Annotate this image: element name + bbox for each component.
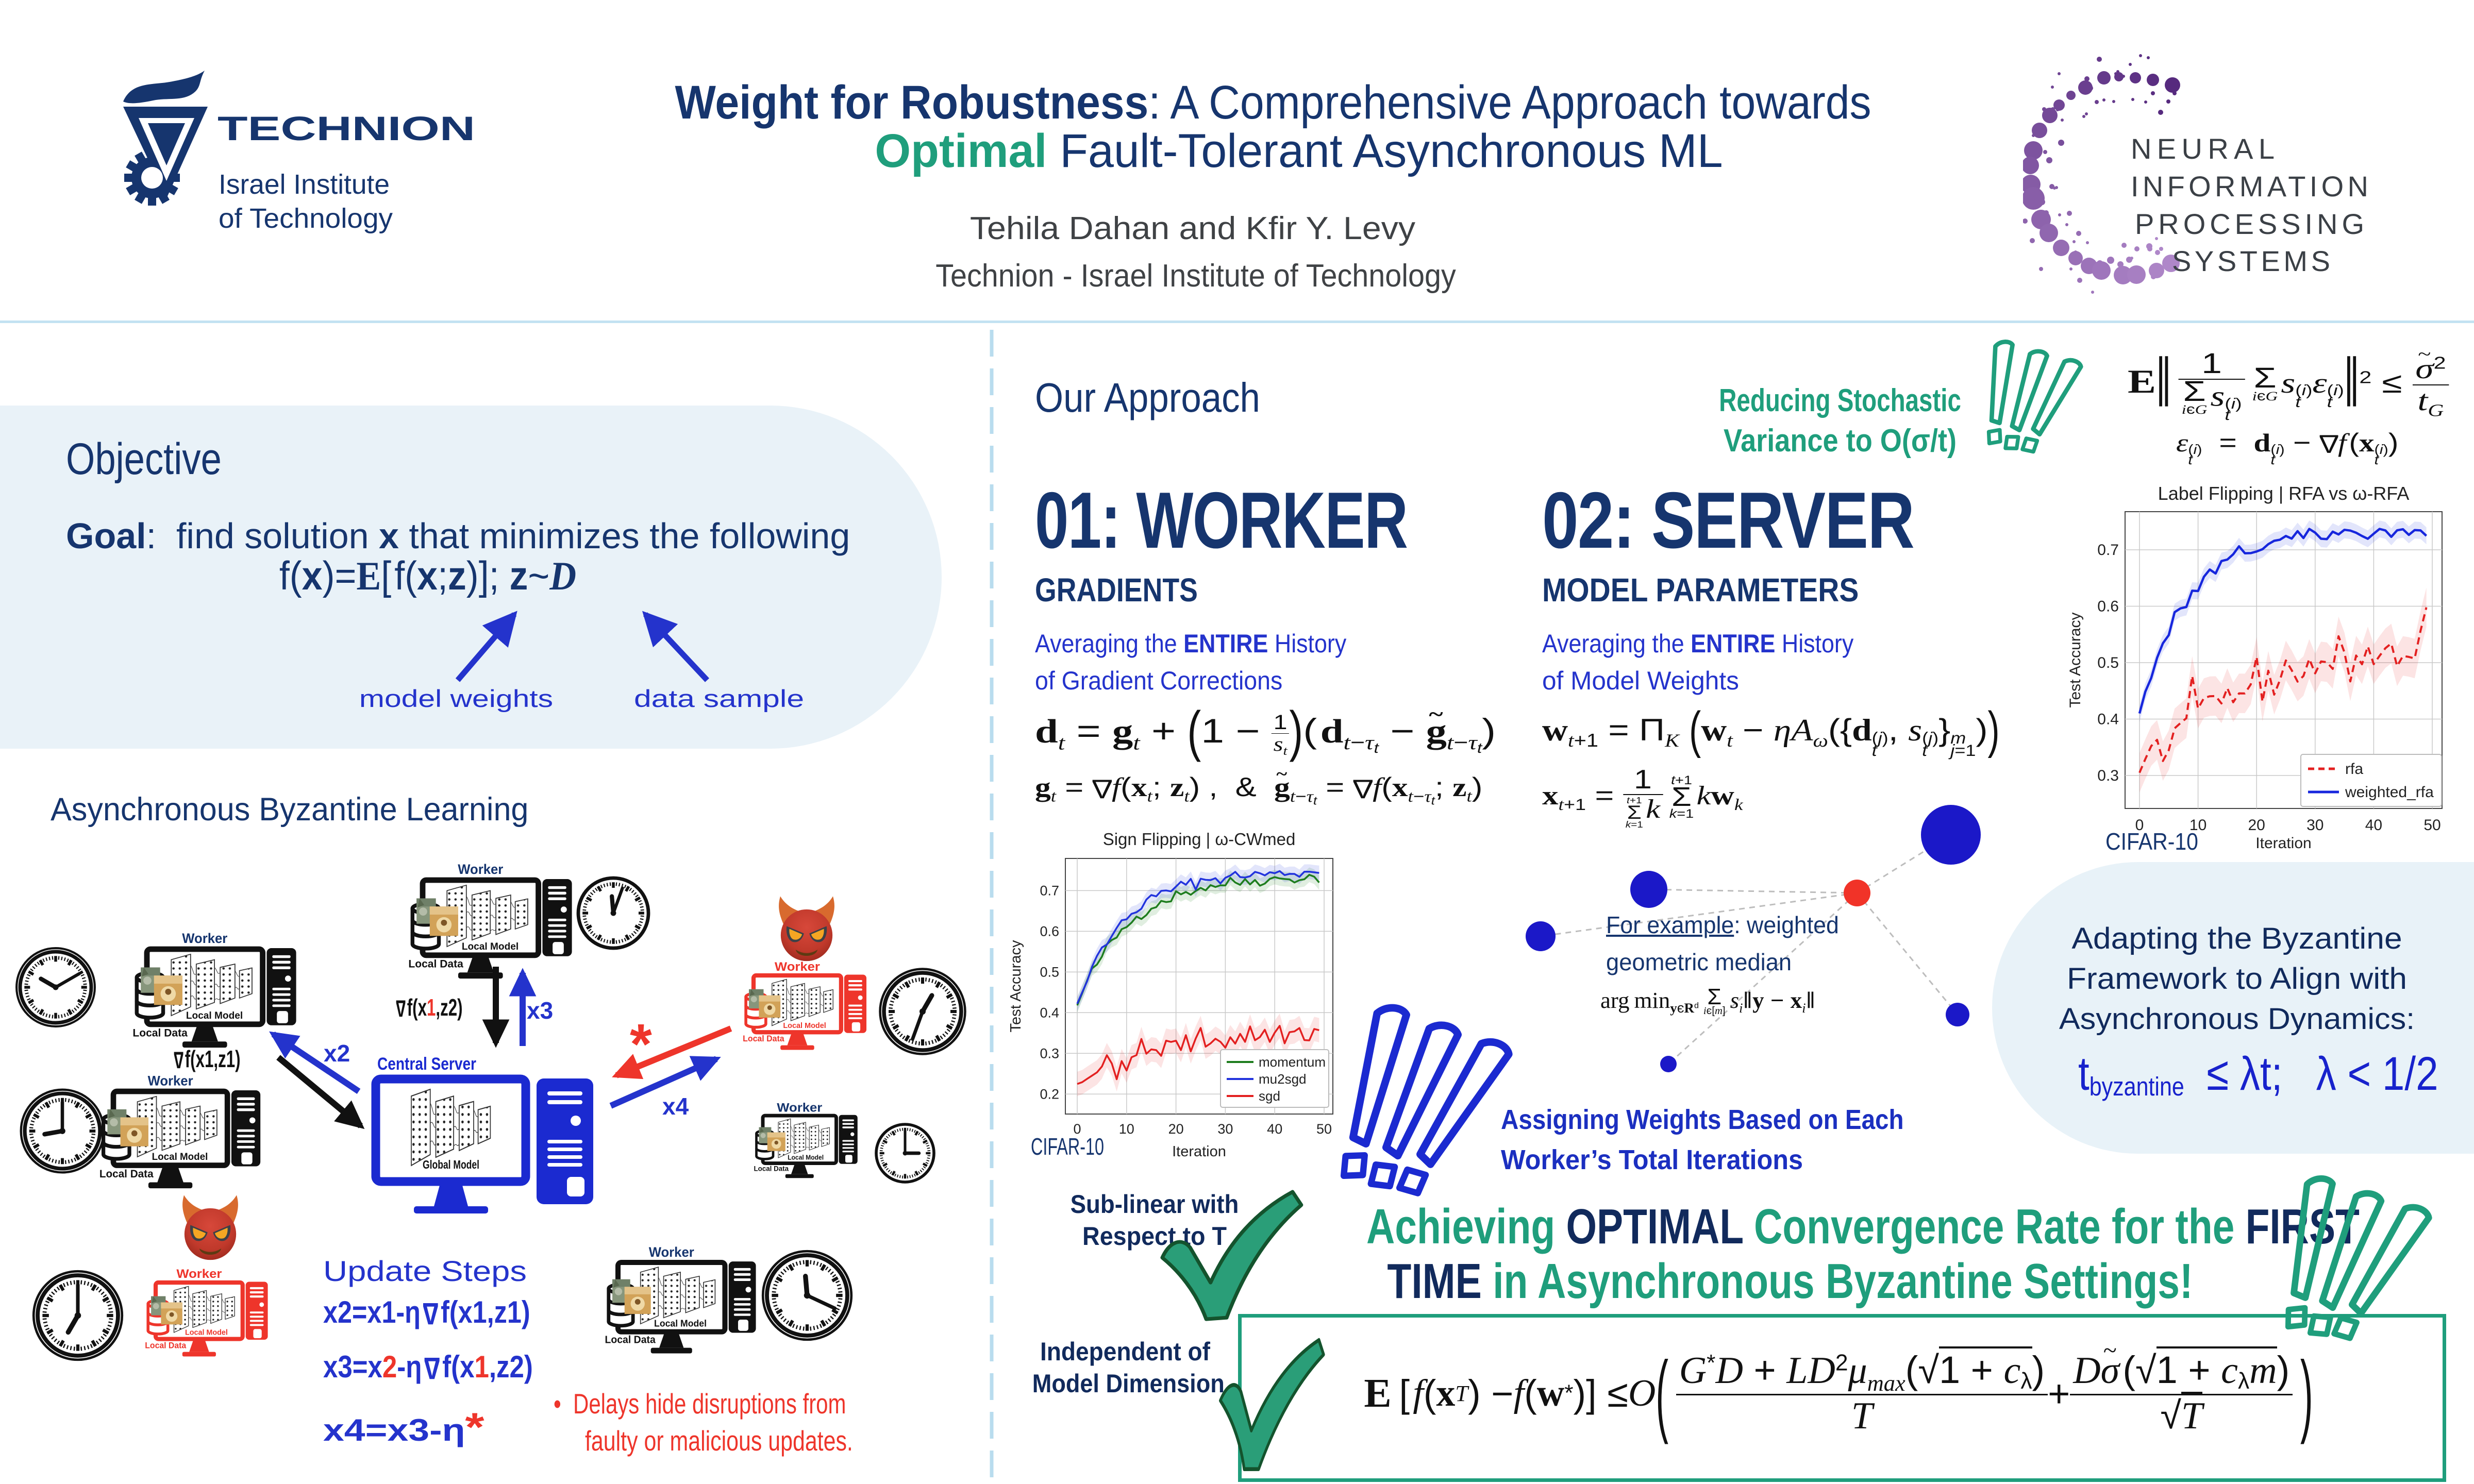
svg-text:Worker: Worker [176,1267,222,1281]
svg-text:40: 40 [1267,1121,1282,1137]
svg-text:Label Flipping | RFA vs ω-RFA: Label Flipping | RFA vs ω-RFA [2158,483,2410,504]
svg-text:Worker: Worker [775,960,820,974]
svg-text:Worker: Worker [148,1073,193,1088]
svg-text:0: 0 [2135,817,2144,834]
svg-text:0.6: 0.6 [1040,923,1059,939]
svg-text:mu2sgd: mu2sgd [1259,1071,1307,1087]
svg-text:0: 0 [1073,1121,1081,1137]
svg-text:0.3: 0.3 [2097,767,2119,784]
svg-text:INFORMATION: INFORMATION [2131,170,2368,203]
svg-text:Central Server: Central Server [377,1054,476,1074]
svg-text:10: 10 [1119,1121,1134,1137]
svg-text:0.5: 0.5 [1040,964,1059,980]
svg-text:50: 50 [2423,817,2440,834]
svg-text:0.4: 0.4 [1040,1005,1059,1020]
svg-text:30: 30 [2306,817,2323,834]
svg-text:0.3: 0.3 [1040,1045,1059,1061]
svg-text:0.6: 0.6 [2097,598,2119,615]
svg-text:0.2: 0.2 [1040,1086,1059,1102]
svg-text:0.4: 0.4 [2097,711,2119,728]
svg-text:20: 20 [2248,817,2265,834]
svg-text:0.5: 0.5 [2097,654,2119,671]
svg-text:50: 50 [1316,1121,1332,1137]
svg-text:Iteration: Iteration [2255,835,2311,852]
svg-text:20: 20 [1168,1121,1184,1137]
svg-text:Worker: Worker [458,862,503,877]
svg-text:Global Model: Global Model [423,1158,479,1171]
svg-text:0.7: 0.7 [2097,542,2119,559]
svg-text:TECHNION: TECHNION [218,109,475,147]
svg-text:10: 10 [2189,817,2206,834]
svg-text:Test Accuracy: Test Accuracy [2067,612,2084,707]
svg-text:SYSTEMS: SYSTEMS [2172,245,2330,277]
svg-text:Sign Flipping | ω-CWmed: Sign Flipping | ω-CWmed [1103,830,1296,849]
svg-text:Worker: Worker [777,1101,822,1115]
svg-text:0.7: 0.7 [1040,883,1059,898]
svg-text:40: 40 [2365,817,2382,834]
svg-text:Iteration: Iteration [1172,1143,1226,1160]
svg-text:Test Accuracy: Test Accuracy [1008,940,1024,1032]
svg-text:NEURAL: NEURAL [2131,132,2275,165]
svg-text:weighted_rfa: weighted_rfa [2345,784,2434,801]
svg-text:30: 30 [1217,1121,1233,1137]
svg-text:sgd: sgd [1259,1088,1280,1104]
svg-text:rfa: rfa [2345,761,2363,778]
svg-text:PROCESSING: PROCESSING [2135,208,2364,240]
svg-text:momentum: momentum [1259,1054,1326,1070]
svg-text:Worker: Worker [649,1244,694,1260]
svg-text:Worker: Worker [182,931,227,946]
svg-text:of Technology: of Technology [219,203,393,234]
svg-text:Israel Institute: Israel Institute [219,169,390,200]
